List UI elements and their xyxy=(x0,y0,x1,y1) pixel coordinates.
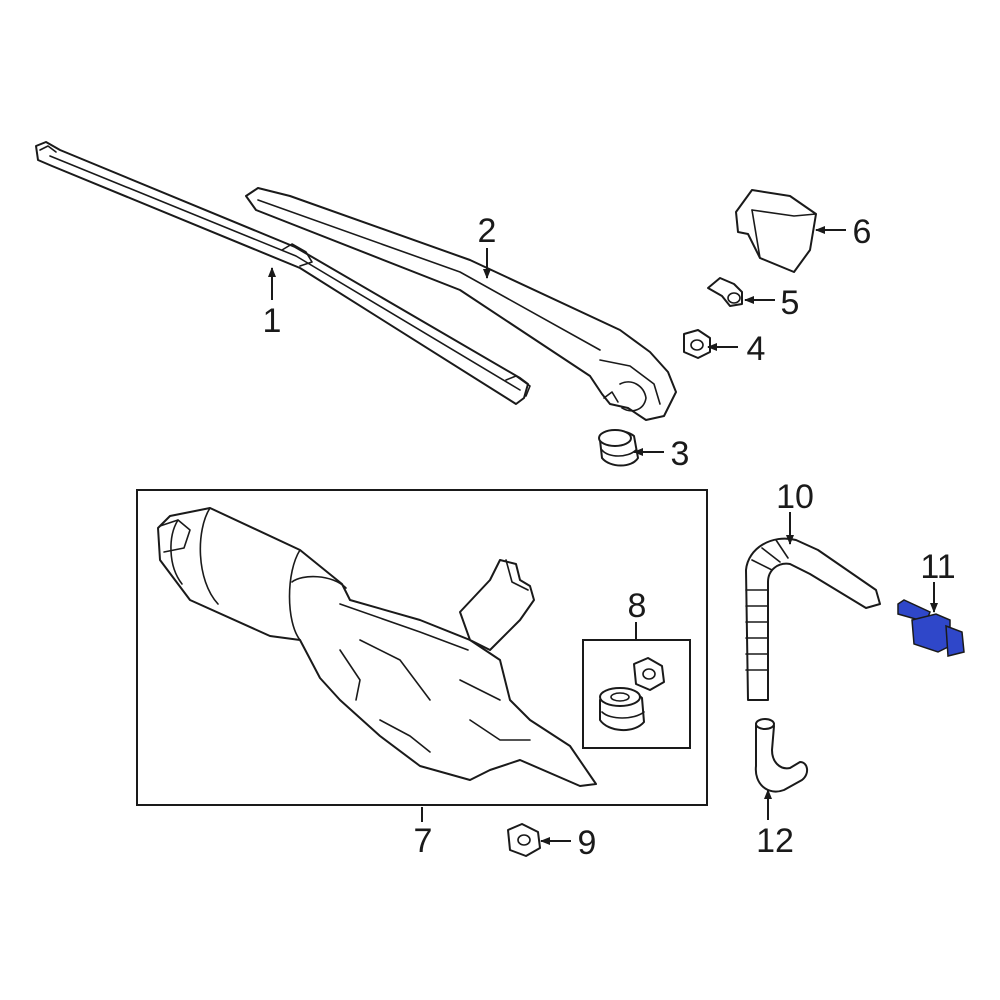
leaders xyxy=(268,226,938,845)
part-9-nut[interactable] xyxy=(507,823,541,857)
part-5-clip[interactable] xyxy=(707,277,743,307)
callout-12: 12 xyxy=(756,822,794,860)
part-8-nut-grommet-kit[interactable] xyxy=(599,657,665,731)
callout-6: 6 xyxy=(853,213,872,251)
part-12-elbow-hose[interactable] xyxy=(754,718,808,793)
part-3-grommet[interactable] xyxy=(598,429,639,467)
part-7-wiper-motor[interactable] xyxy=(157,507,597,787)
callout-1: 1 xyxy=(263,302,282,340)
part-2-wiper-arm[interactable] xyxy=(245,187,677,421)
part-7-box xyxy=(136,489,708,806)
callouts: 1 2 3 4 5 6 7 8 9 10 11 12 xyxy=(263,212,956,862)
callout-7: 7 xyxy=(414,822,433,860)
part-6-cover-cap[interactable] xyxy=(735,189,817,273)
part-11-hose-connector[interactable] xyxy=(897,599,965,657)
part-10-washer-hose[interactable] xyxy=(745,537,881,701)
callout-3: 3 xyxy=(671,435,690,473)
callout-11: 11 xyxy=(920,548,955,586)
callout-2: 2 xyxy=(478,212,497,250)
callout-9: 9 xyxy=(578,824,597,862)
callout-5: 5 xyxy=(781,284,800,322)
callout-4: 4 xyxy=(747,330,766,368)
callout-8: 8 xyxy=(628,587,647,625)
part-4-nut[interactable] xyxy=(683,329,711,359)
callout-10: 10 xyxy=(776,478,814,516)
part-1-wiper-blade[interactable] xyxy=(35,141,531,405)
